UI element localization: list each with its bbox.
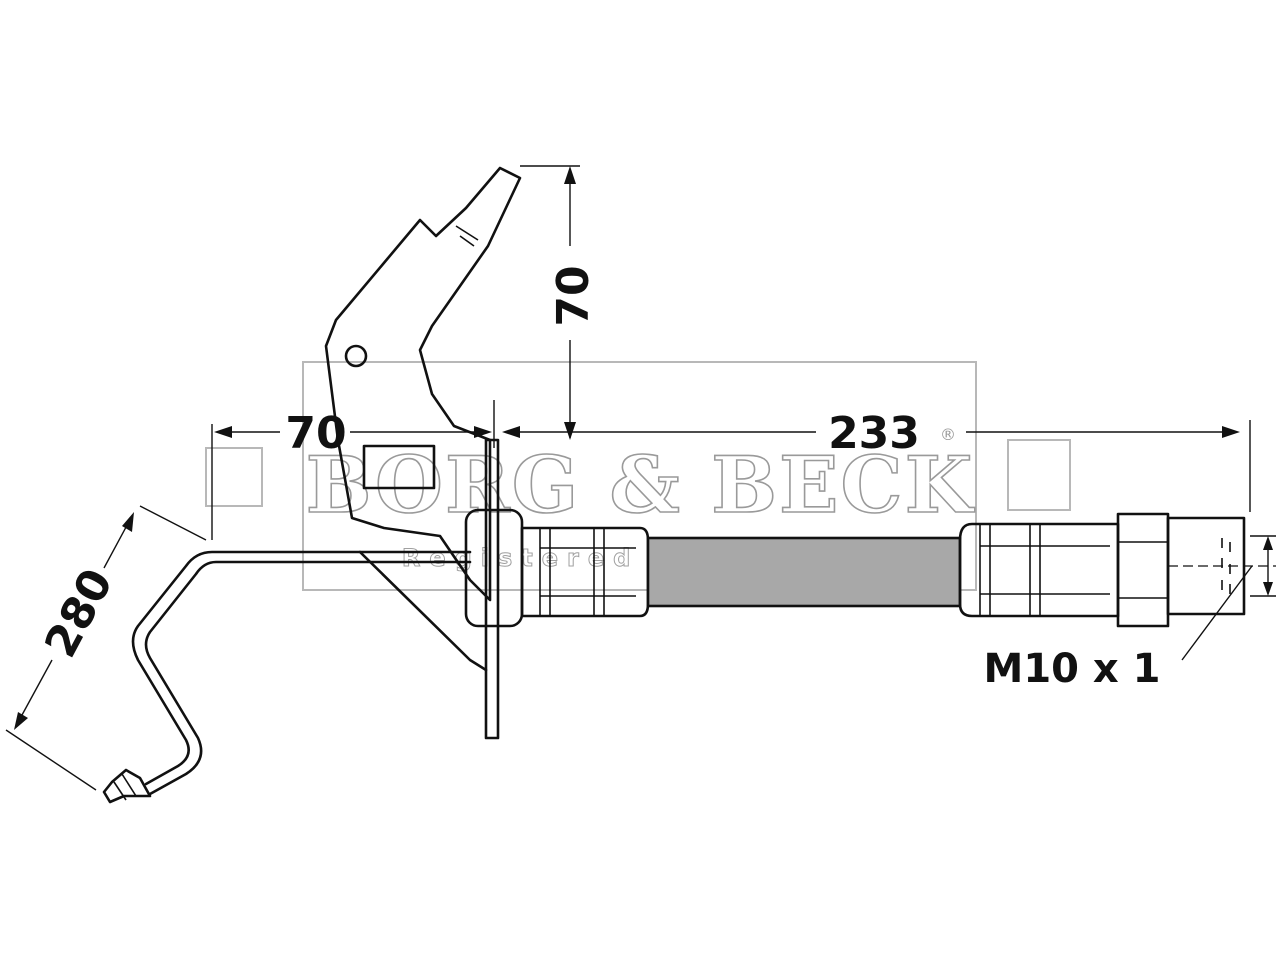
flexible-hose-assembly xyxy=(464,508,1276,628)
rubber-hose xyxy=(646,536,962,608)
bracket-slot xyxy=(362,444,436,490)
pipe-upper-edge xyxy=(131,550,472,786)
dim-thread-size: M10 x 1 xyxy=(984,646,1161,692)
dim-thread-arrow-bottom xyxy=(1263,582,1273,596)
dim-pipe-bottom-ext xyxy=(5,729,97,791)
pipe-nut-flat-2 xyxy=(113,781,127,801)
dim-pipe-arrow-bottom xyxy=(14,712,28,730)
watermark-left-bar xyxy=(205,447,263,507)
dim-length-arrow-left xyxy=(502,426,520,438)
bracket-lower-flange xyxy=(358,550,488,672)
dim-offset-arrow-right xyxy=(474,426,492,438)
dim-thread-arrow-top xyxy=(1263,536,1273,550)
dim-pipe-length: 280 xyxy=(35,561,123,666)
mounting-bracket xyxy=(324,166,522,740)
bracket-mark xyxy=(455,225,479,241)
dim-pipe-top-ext xyxy=(139,505,207,541)
dim-bracket-offset: 70 xyxy=(285,408,346,459)
dim-offset-arrow-left xyxy=(214,426,232,438)
dim-length-arrow-right xyxy=(1222,426,1240,438)
dim-vertical-arrow-bottom xyxy=(564,422,576,440)
watermark-brand: BORG & BECK xyxy=(306,440,976,531)
left-ferrule xyxy=(520,526,650,618)
bracket-mark-2 xyxy=(459,235,475,247)
right-ferrule xyxy=(958,522,1120,618)
dim-vertical-arrow-top xyxy=(564,166,576,184)
hex-nut xyxy=(1116,512,1170,628)
steel-pipe xyxy=(102,550,472,804)
bracket-plate xyxy=(484,438,500,740)
pipe-tube-nut xyxy=(102,768,152,804)
watermark-right-bar xyxy=(1007,439,1071,511)
thread-leader xyxy=(1181,565,1253,661)
dim-hose-length: 233 xyxy=(828,408,920,459)
pipe-lower-edge xyxy=(144,560,472,796)
bracket-mounting-hole xyxy=(344,344,368,368)
watermark-registered-mark: ® xyxy=(940,425,956,444)
dim-bracket-height: 70 xyxy=(548,265,599,326)
pipe-nut-flat xyxy=(121,773,137,797)
dim-pipe-arrow-top xyxy=(122,512,134,532)
bracket-outline xyxy=(324,166,522,602)
watermark-frame xyxy=(302,361,977,591)
